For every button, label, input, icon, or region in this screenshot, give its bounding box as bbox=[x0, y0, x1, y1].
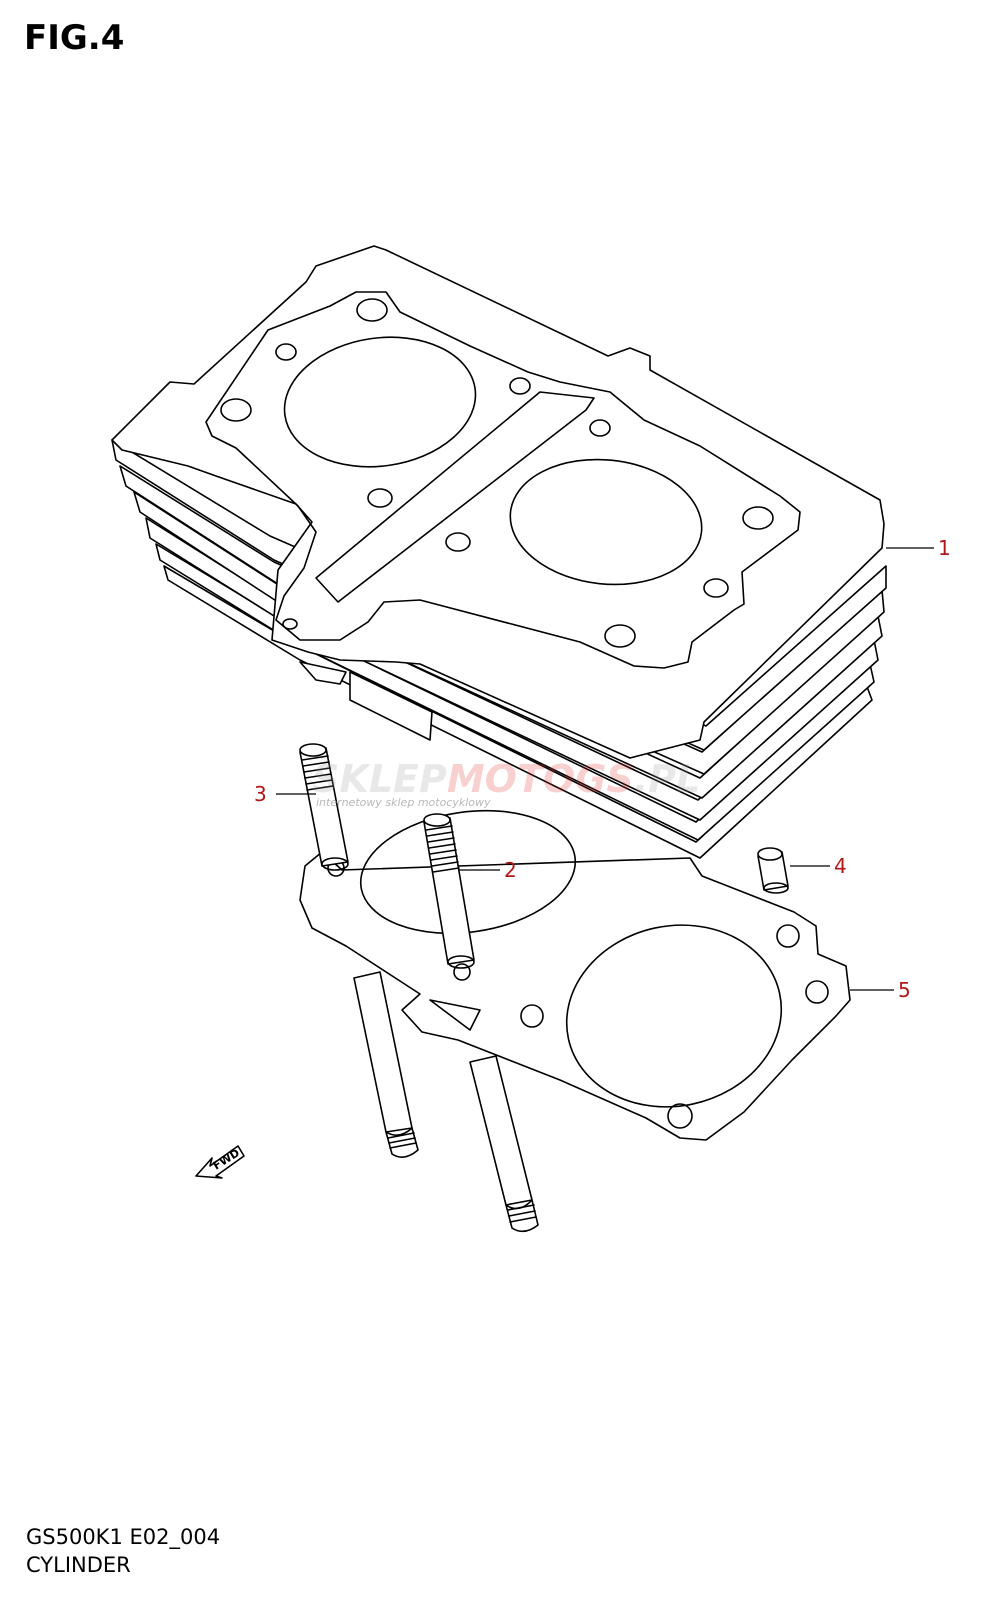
watermark-tagline: internetowy sklep motocyklowy bbox=[316, 796, 491, 809]
callout-2: 2 bbox=[504, 858, 517, 882]
fwd-arrow-icon: FWD bbox=[195, 1145, 245, 1179]
stud-short-lower bbox=[469, 1055, 539, 1233]
diagram-part-group: CYLINDER bbox=[26, 1553, 131, 1577]
callout-5: 5 bbox=[898, 978, 911, 1002]
cylinder-base-gasket bbox=[299, 809, 851, 1141]
watermark: SKLEPMOTOGS.PL internetowy sklep motocyk… bbox=[312, 757, 700, 809]
stud-long bbox=[299, 743, 349, 871]
stud-short bbox=[423, 813, 475, 969]
callout-3: 3 bbox=[254, 782, 267, 806]
stud-long-lower bbox=[353, 971, 419, 1158]
diagram-code: GS500K1 E02_004 bbox=[26, 1525, 221, 1549]
watermark-text: SKLEPMOTOGS.PL bbox=[312, 757, 700, 801]
callout-1: 1 bbox=[938, 536, 951, 560]
dowel-pin bbox=[757, 847, 789, 894]
callout-4: 4 bbox=[834, 854, 847, 878]
figure-title: FIG.4 bbox=[24, 18, 125, 58]
cylinder-block bbox=[111, 245, 887, 859]
